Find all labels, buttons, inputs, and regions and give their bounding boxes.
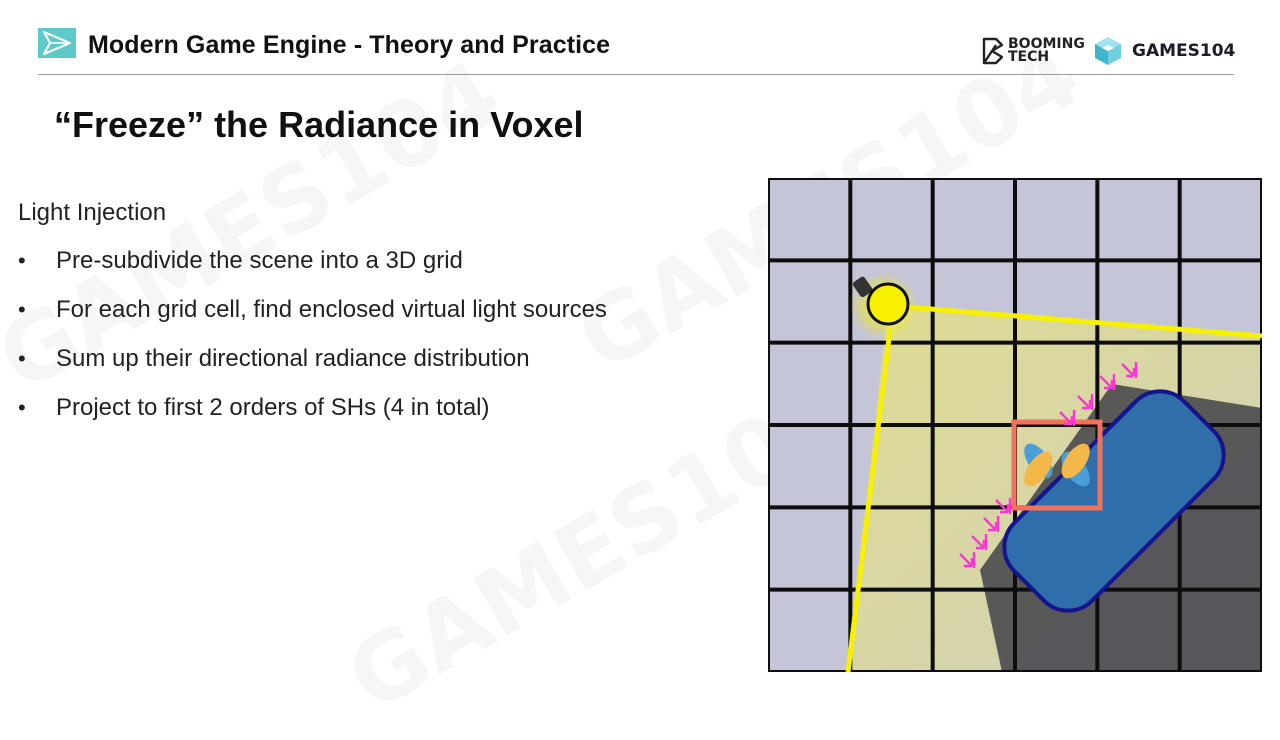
bullet-text: Pre-subdivide the scene into a 3D grid bbox=[56, 247, 463, 274]
arrow-icon bbox=[1099, 374, 1116, 390]
arrow-icon bbox=[983, 516, 1000, 532]
course-logo-icon bbox=[38, 28, 76, 58]
light-ray-lower bbox=[845, 329, 893, 673]
sh-lobes-icon bbox=[1024, 443, 1090, 487]
grid-cell bbox=[1097, 178, 1180, 261]
bullet-text: Sum up their directional radiance distri… bbox=[56, 345, 530, 372]
brand-games-label: GAMES104 bbox=[1132, 41, 1236, 61]
bullet-text: For each grid cell, find enclosed virtua… bbox=[56, 296, 607, 323]
bullet-marker: • bbox=[18, 395, 26, 420]
arrow-icon bbox=[1059, 410, 1076, 426]
highlighted-voxel bbox=[1011, 419, 1103, 511]
light-bulb-icon bbox=[850, 272, 918, 340]
arrow-icon bbox=[1121, 362, 1138, 378]
games104-cube-icon bbox=[1095, 37, 1121, 65]
bullet-marker: • bbox=[18, 346, 26, 371]
booming-tech-logo: BOOMING TECH bbox=[980, 34, 1085, 68]
brand-booming-line2: TECH bbox=[1008, 49, 1050, 65]
booming-logo-icon bbox=[982, 37, 1004, 65]
arrow-icon bbox=[971, 534, 988, 550]
bullet-item: • For each grid cell, find enclosed virt… bbox=[18, 295, 607, 344]
voxel-light-injection-figure bbox=[766, 176, 1264, 674]
bullet-item: • Pre-subdivide the scene into a 3D grid bbox=[18, 246, 607, 295]
grid-cell bbox=[768, 178, 851, 261]
bullet-marker: • bbox=[18, 248, 26, 273]
brand-booming-line1: BOOMING bbox=[1008, 36, 1085, 52]
header-divider bbox=[38, 74, 1234, 75]
bullet-item: • Project to first 2 orders of SHs (4 in… bbox=[18, 393, 607, 442]
grid-cell bbox=[768, 507, 851, 590]
grid-cell bbox=[768, 260, 851, 343]
arrow-icon bbox=[1077, 394, 1094, 410]
light-ray-upper bbox=[893, 303, 1263, 339]
slide-header: Modern Game Engine - Theory and Practice… bbox=[0, 0, 1280, 78]
grid-cell bbox=[768, 589, 851, 672]
arrow-icon bbox=[995, 498, 1012, 514]
grid-cell bbox=[1179, 178, 1262, 261]
course-title: Modern Game Engine - Theory and Practice bbox=[88, 31, 611, 59]
section-heading: Light Injection bbox=[18, 199, 167, 226]
grid-cell bbox=[768, 425, 851, 508]
slide-title: “Freeze” the Radiance in Voxel bbox=[54, 104, 584, 145]
bullet-item: • Sum up their directional radiance dist… bbox=[18, 344, 607, 393]
arrow-icon bbox=[959, 552, 976, 568]
grid-cell bbox=[768, 342, 851, 425]
voxel-grid-illustration bbox=[766, 176, 1264, 674]
games104-logo: GAMES104 bbox=[1092, 34, 1235, 68]
bullet-marker: • bbox=[18, 297, 26, 322]
bullet-list: • Pre-subdivide the scene into a 3D grid… bbox=[18, 246, 607, 442]
grid-cell bbox=[850, 178, 933, 261]
grid-cell bbox=[1015, 178, 1098, 261]
bullet-text: Project to first 2 orders of SHs (4 in t… bbox=[56, 394, 490, 421]
grid-cell bbox=[932, 178, 1015, 261]
radiance-arrows bbox=[959, 362, 1138, 568]
